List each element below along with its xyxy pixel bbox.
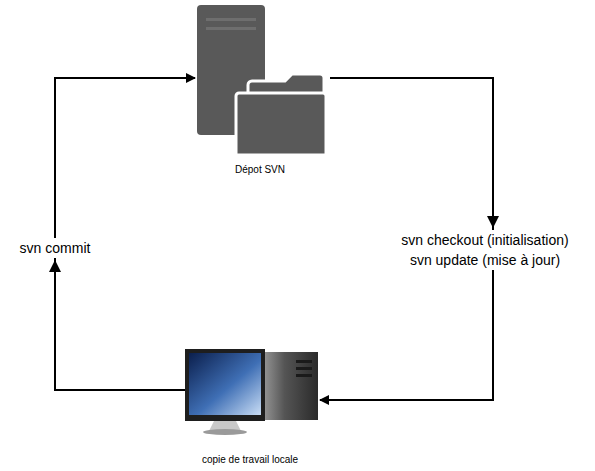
node-label: copie de travail locale xyxy=(180,454,320,466)
flow-arrow xyxy=(55,78,195,390)
node-label: Dépot SVN xyxy=(190,164,330,176)
command-label: svn checkout (initialisation) svn update… xyxy=(395,230,575,270)
arrowhead xyxy=(487,216,499,228)
node-label-group: copie de travail locale xyxy=(180,454,320,466)
icon-node: Dépot SVN xyxy=(190,3,330,178)
node-label-group: Dépot SVN xyxy=(190,164,330,176)
icon-node: copie de travail locale xyxy=(180,343,320,468)
server-icon xyxy=(197,5,326,155)
command-label: svn commit xyxy=(5,238,105,258)
arrowhead xyxy=(49,260,61,272)
computer-icon xyxy=(185,349,318,435)
